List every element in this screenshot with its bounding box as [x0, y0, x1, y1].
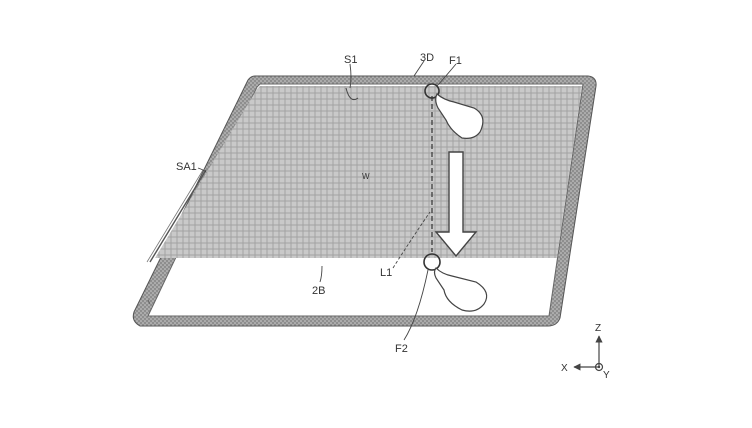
- label-2b: 2B: [312, 285, 325, 297]
- label-sa1: SA1: [176, 161, 197, 173]
- sensor-s1-shape: [345, 87, 359, 101]
- label-f2: F2: [395, 343, 408, 355]
- axis-label-y: Y: [603, 370, 610, 381]
- label-s1: S1: [344, 54, 357, 66]
- finger-icon-bottom: [433, 267, 488, 312]
- touch-point-f1: [424, 83, 440, 99]
- finger-icon-top: [435, 93, 484, 139]
- axis-label-x: X: [561, 363, 568, 374]
- sa1-rail: [149, 169, 207, 263]
- label-f1: F1: [449, 55, 462, 67]
- label-3d: 3D: [420, 52, 434, 64]
- label-l1: L1: [380, 267, 392, 279]
- axis-label-z: Z: [595, 323, 601, 334]
- touch-point-f2: [423, 253, 441, 271]
- glass-inner-edge: [147, 299, 151, 305]
- coordinate-axes: Z X Y: [561, 323, 610, 381]
- swipe-arrow-icon: [434, 151, 478, 258]
- label-w: W: [362, 172, 370, 181]
